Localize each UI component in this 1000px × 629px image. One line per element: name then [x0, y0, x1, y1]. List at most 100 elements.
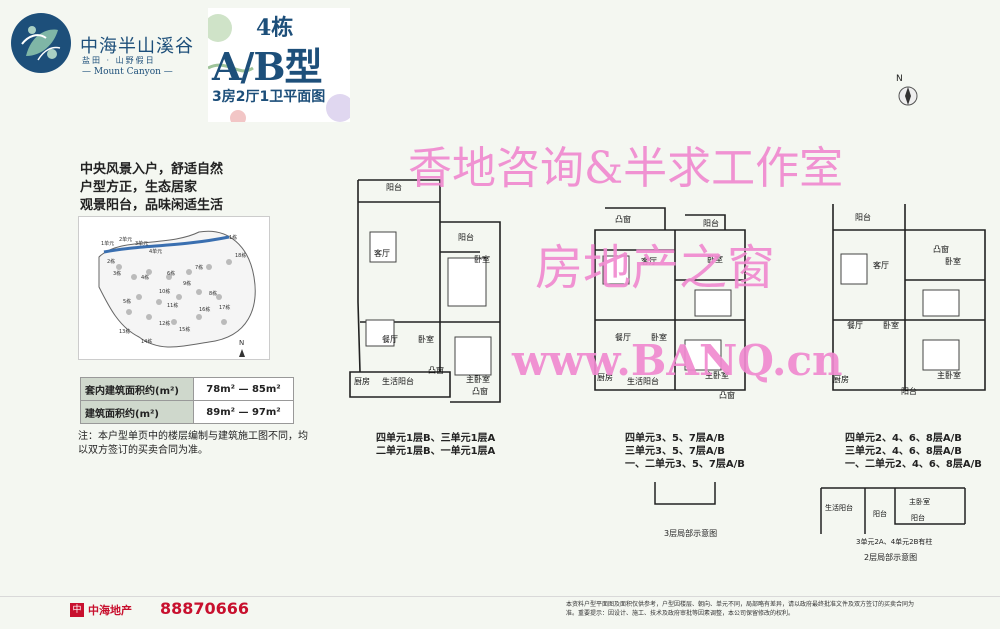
sitemap-label: 13栋	[119, 328, 130, 335]
area-label: 套内建筑面积约(m²)	[80, 377, 194, 401]
room-label: 客厅	[873, 260, 889, 270]
floor-plan-2: 凸窗 阳台 客厅 卧室 餐厅 卧室 厨房 生活阳台 主卧室 凸窗	[594, 207, 746, 400]
room-label: 主卧室	[705, 370, 729, 380]
sitemap-label: 1栋	[229, 234, 237, 241]
sitemap-label: 12栋	[159, 320, 170, 327]
sitemap-label: 2栋	[107, 258, 115, 265]
table-row: 套内建筑面积约(m²) 78m² — 85m²	[80, 377, 294, 401]
watermark-line-3: www.BANQ.cn	[512, 336, 843, 385]
room-label: 卧室	[418, 334, 434, 344]
developer-logo-icon: 中	[70, 603, 84, 617]
room-label: 主卧室	[466, 374, 490, 384]
area-table: 套内建筑面积约(m²) 78m² — 85m² 建筑面积约(m²) 89m² —…	[80, 377, 294, 424]
footer-disclaimer: 本资料户型平面图及面积仅供参考，户型因楼层、朝向、单元不同，局部略有差异，请以政…	[566, 601, 915, 617]
plan-3-partial-caption: 2层局部示意图	[864, 553, 918, 562]
feature-2: 户型方正，生态居家	[80, 180, 198, 195]
compass-icon	[898, 86, 918, 106]
room-label: 凸窗	[615, 214, 631, 224]
room-label: 厨房	[833, 374, 849, 384]
building-number: 4栋	[256, 15, 294, 41]
room-label: 凸窗	[933, 244, 949, 254]
sitemap-label: 2单元	[119, 236, 132, 243]
svg-text:阳台: 阳台	[873, 509, 887, 518]
sitemap-label: 9栋	[183, 280, 191, 287]
sitemap-label: 17栋	[219, 304, 230, 311]
layout-description: 3房2厅1卫平面图	[212, 89, 326, 105]
sitemap-north: N	[239, 339, 244, 347]
footer-divider	[0, 596, 1000, 597]
room-label: 卧室	[945, 256, 961, 266]
sitemap-label: 3栋	[113, 270, 121, 277]
plan-3-partial-drawing: 生活阳台 阳台 主卧室 阳台	[820, 487, 966, 534]
sitemap-label: 10栋	[159, 288, 170, 295]
room-label: 卧室	[883, 320, 899, 330]
plan-3-caption: 四单元2、4、6、8层A/B 三单元2、4、6、8层A/B 一、二单元2、4、6…	[845, 433, 982, 470]
brand-english-name: — Mount Canyon —	[82, 67, 173, 77]
area-value: 89m² — 97m²	[193, 400, 294, 424]
sitemap-label: 15栋	[179, 326, 190, 333]
plan-3-partial-note: 3单元2A、4单元2B有柱	[856, 538, 933, 546]
room-label: 凸窗	[472, 386, 488, 396]
room-label: 厨房	[597, 372, 613, 382]
sitemap-label: 7栋	[195, 264, 203, 271]
room-label: 阳台	[901, 386, 917, 396]
area-label: 建筑面积约(m²)	[80, 400, 194, 424]
room-label: 凸窗	[719, 390, 735, 400]
compass: N	[896, 74, 920, 112]
floor-plan-3: 阳台 凸窗 客厅 卧室 餐厅 卧室 厨房 阳台 主卧室	[832, 204, 986, 396]
room-label: 主卧室	[937, 370, 961, 380]
sitemap-label: 4单元	[149, 248, 162, 255]
brand-tagline: 盐田 · 山野假日	[82, 56, 156, 65]
compass-label: N	[896, 74, 903, 84]
room-label: 阳台	[386, 182, 402, 192]
plan-2-partial-drawing	[654, 482, 716, 505]
room-label: 客厅	[374, 248, 390, 258]
room-label: 卧室	[474, 254, 490, 264]
title-card: 4栋 A/B型 3房2厅1卫平面图	[208, 8, 350, 122]
brand-logo-icon	[11, 13, 71, 73]
sitemap-label: 18栋	[235, 252, 246, 259]
room-label: 厨房	[354, 376, 370, 386]
room-label: 餐厅	[615, 333, 631, 342]
sitemap-label: 16栋	[199, 306, 210, 313]
unit-type: A/B型	[212, 44, 322, 89]
room-label: 阳台	[855, 212, 871, 222]
sales-phone: 88870666	[160, 599, 250, 618]
svg-text:生活阳台: 生活阳台	[825, 503, 853, 512]
room-label: 卧室	[651, 332, 667, 342]
room-label: 凸窗	[428, 365, 444, 375]
room-label: 生活阳台	[382, 376, 414, 386]
sitemap-label: 1单元	[101, 240, 114, 247]
plan-2-caption: 四单元3、5、7层A/B 三单元3、5、7层A/B 一、二单元3、5、7层A/B	[625, 433, 745, 470]
plan-2-partial-caption: 3层局部示意图	[664, 529, 718, 538]
site-map: 1单元 2单元 3单元 4单元 1栋 2栋 3栋 4栋 5栋 6栋 7栋 8栋 …	[78, 216, 270, 360]
floor-plan-1: 阳台 客厅 阳台 卧室 餐厅 卧室 厨房 生活阳台 凸窗 主卧室 凸窗	[349, 179, 501, 403]
sitemap-label: 6栋	[167, 270, 175, 277]
site-map-drawing: 1单元 2单元 3单元 4单元 1栋 2栋 3栋 4栋 5栋 6栋 7栋 8栋 …	[98, 230, 256, 357]
sitemap-label: 8栋	[209, 290, 217, 297]
brand-name: 中海半山溪谷	[80, 36, 194, 57]
plan-1-caption: 四单元1层B、三单元1层A 二单元1层B、一单元1层A	[376, 433, 496, 457]
room-label: 餐厅	[847, 321, 863, 330]
svg-text:阳台: 阳台	[911, 513, 925, 522]
area-value: 78m² — 85m²	[193, 377, 294, 401]
sitemap-label: 4栋	[141, 274, 149, 281]
room-label: 生活阳台	[627, 376, 659, 386]
room-label: 阳台	[703, 218, 719, 228]
sitemap-label: 11栋	[167, 302, 178, 309]
watermark-line-1: 香地咨询&半求工作室	[408, 143, 844, 194]
sitemap-label: 5栋	[123, 298, 131, 305]
feature-1: 中央风景入户，舒适自然	[80, 162, 224, 177]
watermark-line-2: 房地产之窗	[535, 240, 776, 296]
disclaimer-note: 注：本户型单页中的楼层编制与建筑施工图不同，均以双方签订的买卖合同为准。	[78, 431, 308, 456]
sitemap-label: 14栋	[141, 338, 152, 345]
room-label: 餐厅	[382, 335, 398, 344]
room-label: 卧室	[707, 254, 723, 264]
room-label: 阳台	[458, 232, 474, 242]
feature-3: 观景阳台，品味闲适生活	[80, 198, 224, 213]
developer-name: 中海地产	[88, 604, 132, 617]
sitemap-label: 3单元	[135, 240, 148, 247]
title-decoration-icon	[208, 14, 350, 122]
table-row: 建筑面积约(m²) 89m² — 97m²	[80, 400, 294, 424]
room-label: 客厅	[641, 256, 657, 266]
